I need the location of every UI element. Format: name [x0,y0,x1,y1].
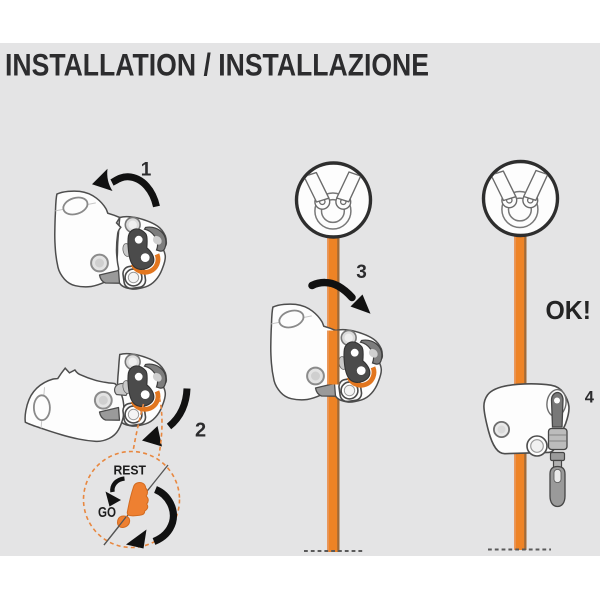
svg-text:4: 4 [585,389,595,407]
svg-text:1: 1 [141,160,152,181]
svg-text:REST: REST [114,463,147,478]
svg-text:OK!: OK! [546,297,592,325]
svg-text:3: 3 [356,262,367,283]
svg-text:INSTALLATION / INSTALLAZIONE: INSTALLATION / INSTALLAZIONE [5,47,429,83]
svg-text:2: 2 [195,420,206,442]
svg-text:GO: GO [98,505,116,521]
